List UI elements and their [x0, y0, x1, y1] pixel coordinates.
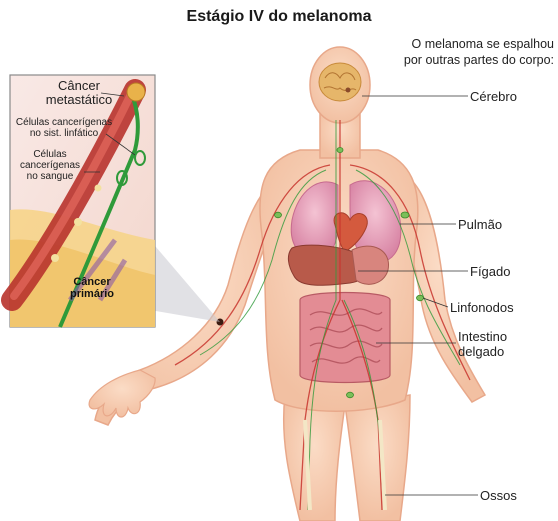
label-bones: Ossos	[480, 488, 517, 503]
magnification-cone	[150, 240, 220, 322]
inset-label-blood-cells-line-1: Células	[16, 149, 84, 160]
stomach	[352, 246, 389, 284]
inset-label-lymph-cells-line-1: Células cancerígenas	[14, 117, 114, 128]
label-lung: Pulmão	[458, 217, 502, 232]
inset-label-metastatic-line-2: metastático	[44, 93, 114, 107]
inset-label-primary-line-1: Câncer	[62, 276, 122, 288]
label-small-intestine-line-2: delgado	[458, 344, 507, 359]
inset-label-blood-cells-line-3: no sangue	[16, 171, 84, 182]
label-lymph-nodes: Linfonodos	[450, 300, 514, 315]
inset-label-lymph-cells-line-2: no sist. linfático	[14, 128, 114, 139]
label-small-intestine: Intestino delgado	[458, 329, 507, 359]
inset-label-blood-cells-line-2: cancerígenas	[16, 160, 84, 171]
inset-label-metastatic: Câncer metastático	[44, 79, 114, 107]
inset-label-metastatic-line-1: Câncer	[44, 79, 114, 93]
label-small-intestine-line-1: Intestino	[458, 329, 507, 344]
inset-label-primary-line-2: primário	[62, 288, 122, 300]
inset-label-lymph-cells: Células cancerígenas no sist. linfático	[14, 117, 114, 139]
label-liver: Fígado	[470, 264, 510, 279]
inset-label-blood-cells: Células cancerígenas no sangue	[16, 149, 84, 182]
inset-label-primary: Câncer primário	[62, 276, 122, 300]
label-brain: Cérebro	[470, 89, 517, 104]
brain	[319, 63, 361, 101]
